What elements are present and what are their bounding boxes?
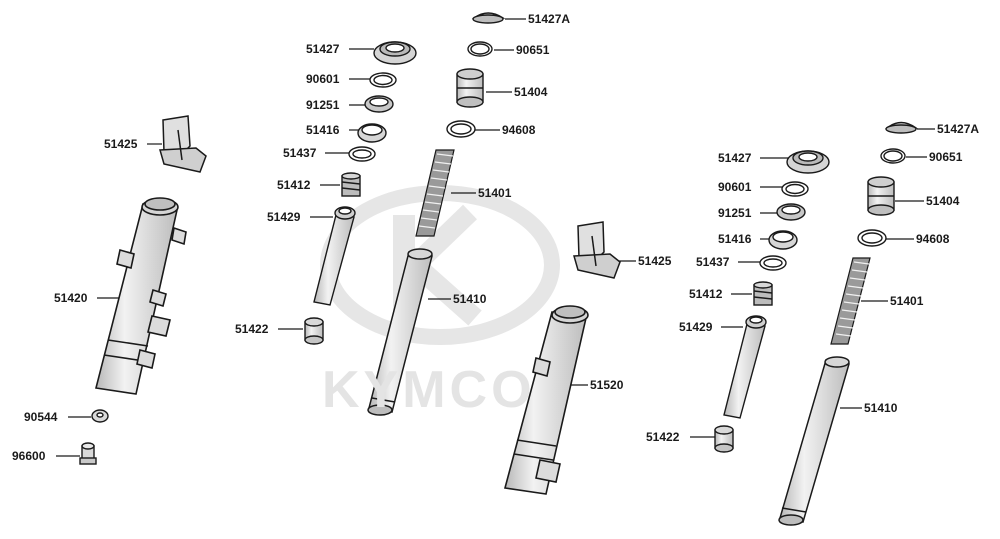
part-51429-rod-mid (313, 206, 356, 306)
label-51422-right: 51422 (646, 430, 680, 444)
kymco-logo-watermark (320, 185, 560, 345)
part-96600-bolt (79, 442, 97, 465)
label-51520: 51520 (590, 378, 624, 392)
label-51427-right: 51427 (718, 151, 752, 165)
part-51416-collar-right (768, 230, 798, 250)
label-94608-right: 94608 (916, 232, 950, 246)
part-94608-ring-mid (446, 120, 476, 138)
label-51437: 51437 (283, 146, 317, 160)
part-51437-ring-right (759, 255, 787, 271)
part-90651-ring-mid (467, 41, 493, 57)
label-51412: 51412 (277, 178, 311, 192)
part-51404-bushing-mid (456, 68, 484, 108)
part-51425-cover-right (573, 221, 621, 279)
part-51404-bushing-right (867, 176, 895, 216)
leader-lines (56, 18, 935, 457)
kymco-watermark-text: KYMCO (322, 361, 536, 419)
part-94608-ring-right (857, 229, 887, 247)
label-91251-right: 91251 (718, 206, 752, 220)
label-51420: 51420 (54, 291, 88, 305)
label-51412-right: 51412 (689, 287, 723, 301)
label-90544: 90544 (24, 410, 58, 424)
part-91251-bearing-mid (364, 95, 394, 113)
label-51410: 51410 (453, 292, 487, 306)
part-91251-bearing-right (776, 203, 806, 221)
part-51427-seal-right (786, 150, 830, 174)
label-51429: 51429 (267, 210, 301, 224)
part-51437-ring-mid (348, 146, 376, 162)
part-51427A-cap-mid (471, 12, 506, 24)
label-51427A: 51427A (528, 12, 571, 26)
label-94608: 94608 (502, 123, 536, 137)
part-51412-spring-right (753, 281, 773, 306)
part-90651-ring-right (880, 148, 906, 164)
part-90601-ring-right (781, 181, 809, 197)
label-51429-right: 51429 (679, 320, 713, 334)
label-90651: 90651 (516, 43, 550, 57)
part-51427A-cap-right (884, 121, 919, 134)
label-51404: 51404 (514, 85, 548, 99)
part-90601-ring-mid (369, 72, 397, 88)
part-51422-cup-mid (304, 317, 324, 345)
label-90601-right: 90601 (718, 180, 752, 194)
label-51401-right: 51401 (890, 294, 924, 308)
label-90651-right: 90651 (929, 150, 963, 164)
part-51520-fork-tube-right (503, 305, 589, 495)
label-51425: 51425 (104, 137, 138, 151)
label-51410-right: 51410 (864, 401, 898, 415)
part-51401-spring-right (830, 257, 871, 345)
label-51425-right: 51425 (638, 254, 672, 268)
part-51420-fork-tube-left (95, 197, 187, 395)
part-51412-spring-mid (341, 172, 361, 197)
part-51410-inner-tube-mid (367, 248, 433, 416)
label-51404-right: 51404 (926, 194, 960, 208)
label-51416: 51416 (306, 123, 340, 137)
label-96600: 96600 (12, 449, 46, 463)
label-51401: 51401 (478, 186, 512, 200)
label-91251: 91251 (306, 98, 340, 112)
part-51429-rod-right (723, 315, 767, 419)
part-51410-inner-tube-right (778, 356, 850, 526)
label-51427A-right: 51427A (937, 122, 980, 136)
label-90601: 90601 (306, 72, 340, 86)
part-51427-seal-mid (373, 41, 417, 65)
part-51401-spring-mid (415, 149, 455, 237)
label-51416-right: 51416 (718, 232, 752, 246)
label-51437-right: 51437 (696, 255, 730, 269)
label-51427: 51427 (306, 42, 340, 56)
label-51422: 51422 (235, 322, 269, 336)
part-51416-collar-mid (357, 123, 387, 143)
part-90544-washer (91, 409, 109, 423)
part-51425-cover-left (159, 115, 207, 173)
part-51422-cup-right (714, 425, 734, 453)
